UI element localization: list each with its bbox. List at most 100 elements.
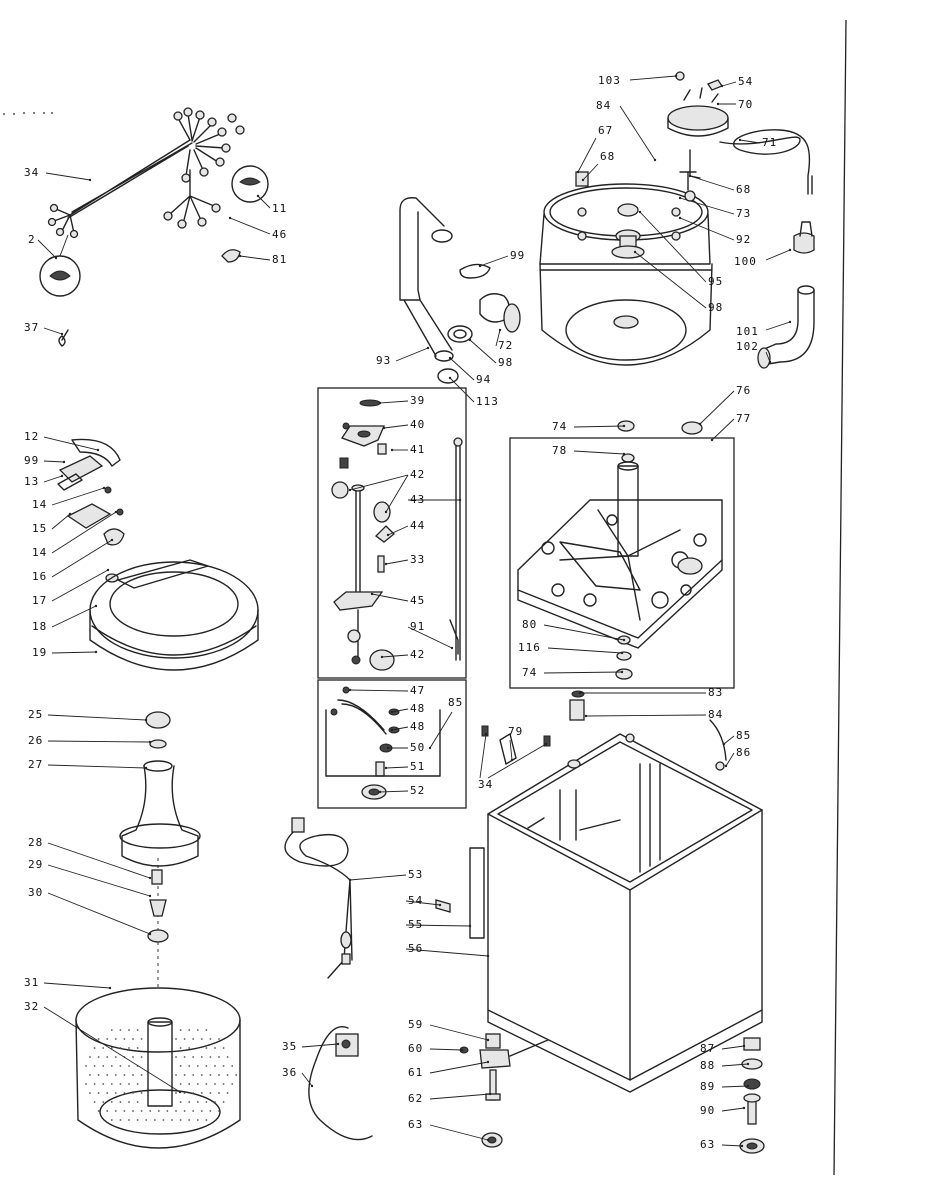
callout-c99a: 99 bbox=[510, 249, 525, 262]
leader-tip-c74b bbox=[620, 670, 624, 674]
basket-perforation bbox=[102, 1101, 105, 1103]
callout-c51: 51 bbox=[410, 760, 425, 773]
callout-c43: 43 bbox=[410, 493, 425, 506]
pressure-switch-70 bbox=[667, 105, 729, 131]
leader-c80a bbox=[543, 624, 625, 641]
cam-29 bbox=[149, 899, 167, 917]
leader-c32 bbox=[43, 1006, 181, 1093]
callout-c68b: 68 bbox=[736, 183, 751, 196]
leader-tip-c71 bbox=[738, 138, 742, 142]
basket-perforation bbox=[114, 1110, 117, 1112]
leader-tip-c13 bbox=[60, 474, 64, 478]
basket-perforation bbox=[114, 1056, 117, 1058]
clamp-102 bbox=[757, 347, 771, 369]
callout-c36: 36 bbox=[282, 1066, 297, 1079]
leader-tip-c63a bbox=[486, 1138, 490, 1142]
callout-c61: 61 bbox=[408, 1066, 423, 1079]
leader-c30 bbox=[47, 892, 151, 935]
callout-c74b: 74 bbox=[522, 666, 537, 679]
basket-perforation bbox=[136, 1083, 139, 1085]
leader-tip-c89 bbox=[746, 1084, 750, 1088]
leader-c95 bbox=[639, 211, 707, 283]
basket-perforation bbox=[136, 1119, 139, 1121]
basket-perforation bbox=[114, 1092, 117, 1094]
terminal-block-11 bbox=[231, 165, 269, 203]
callout-c32: 32 bbox=[24, 1000, 39, 1013]
panel-55 bbox=[469, 847, 485, 939]
callout-c87: 87 bbox=[700, 1042, 715, 1055]
leader-tip-c46 bbox=[228, 216, 232, 220]
motor-clamp bbox=[308, 1026, 373, 1141]
callout-c67: 67 bbox=[598, 124, 613, 137]
leader-tip-c11 bbox=[256, 194, 260, 198]
page-edge-line bbox=[833, 19, 847, 1176]
leader-c68b bbox=[689, 175, 735, 191]
basket-perforation bbox=[119, 1065, 122, 1067]
callout-c35: 35 bbox=[282, 1040, 297, 1053]
leg-61 bbox=[479, 1049, 511, 1069]
screw-68 bbox=[679, 171, 697, 191]
basket-perforation bbox=[222, 1047, 225, 1049]
basket-perforation bbox=[226, 1056, 229, 1058]
leader-c63b bbox=[721, 1144, 743, 1147]
callout-c98a: 98 bbox=[708, 301, 723, 314]
basket-perforation bbox=[166, 1110, 169, 1112]
basket-perforation bbox=[136, 1101, 139, 1103]
leader-tip-c62 bbox=[488, 1092, 492, 1096]
callout-c68a: 68 bbox=[600, 150, 615, 163]
leader-tip-c79 bbox=[510, 758, 514, 762]
leader-tip-c54b bbox=[438, 903, 442, 907]
callout-c50: 50 bbox=[410, 741, 425, 754]
basket-perforation bbox=[157, 1110, 160, 1112]
leader-tip-c31 bbox=[108, 986, 112, 990]
callout-c79: 79 bbox=[508, 725, 523, 738]
leader-tip-c48a bbox=[390, 710, 394, 714]
leader-c61 bbox=[429, 1061, 489, 1074]
leader-c48a bbox=[391, 708, 409, 713]
leader-tip-c19 bbox=[94, 650, 98, 654]
callout-c78: 78 bbox=[552, 444, 567, 457]
leader-c116 bbox=[547, 647, 623, 654]
leader-tip-c41 bbox=[390, 448, 394, 452]
basket-perforation bbox=[209, 1074, 212, 1076]
leader-c35 bbox=[301, 1043, 339, 1048]
callout-c62: 62 bbox=[408, 1092, 423, 1105]
callout-c60: 60 bbox=[408, 1042, 423, 1055]
callout-c47: 47 bbox=[410, 684, 425, 697]
callout-leaders bbox=[37, 74, 792, 1148]
callout-c48b: 48 bbox=[410, 720, 425, 733]
basket-perforation bbox=[226, 1092, 229, 1094]
callout-c2: 2 bbox=[28, 233, 36, 246]
leader-c42a bbox=[349, 474, 409, 491]
basket-perforation bbox=[183, 1038, 186, 1040]
callout-c26: 26 bbox=[28, 734, 43, 747]
callout-c95: 95 bbox=[708, 275, 723, 288]
basket-perforation bbox=[205, 1119, 208, 1121]
connector-81 bbox=[221, 249, 241, 263]
basket-perforation bbox=[205, 1083, 208, 1085]
leader-tip-c55 bbox=[468, 924, 472, 928]
leader-c52 bbox=[379, 790, 409, 793]
callout-c55: 55 bbox=[408, 918, 423, 931]
basket-perforation bbox=[106, 1092, 109, 1094]
callout-c17: 17 bbox=[32, 594, 47, 607]
leader-tip-c91 bbox=[450, 646, 454, 650]
basket-perforation bbox=[110, 1083, 113, 1085]
basket-perforation bbox=[200, 1110, 203, 1112]
leader-c77 bbox=[711, 418, 735, 441]
leader-c67 bbox=[577, 137, 597, 173]
leader-tip-c42a bbox=[348, 488, 352, 492]
basket-perforation bbox=[179, 1047, 182, 1049]
basket-perforation bbox=[132, 1110, 134, 1112]
leader-c48b bbox=[391, 726, 409, 731]
leader-tip-c27 bbox=[144, 766, 148, 770]
callout-c27: 27 bbox=[28, 758, 43, 771]
callout-c63a: 63 bbox=[408, 1118, 423, 1131]
leader-tip-c92 bbox=[678, 216, 682, 220]
basket-perforation bbox=[175, 1056, 177, 1058]
leader-c53 bbox=[349, 874, 407, 881]
leader-tip-c116 bbox=[620, 651, 624, 655]
basket-perforation bbox=[183, 1110, 186, 1112]
basket-perforation bbox=[222, 1083, 225, 1085]
callout-c31: 31 bbox=[24, 976, 39, 989]
